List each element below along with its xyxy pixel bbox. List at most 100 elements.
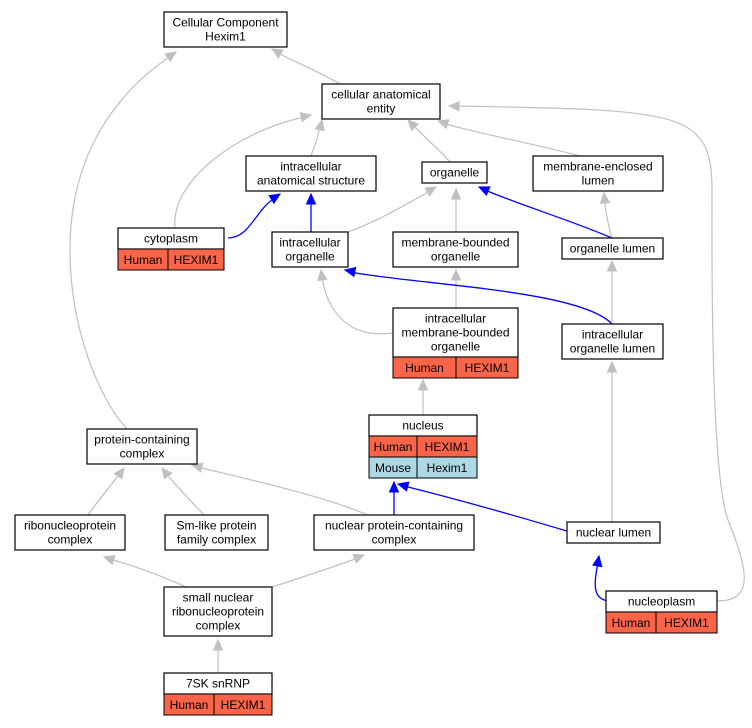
edge-nl-to-iol-arrowhead <box>606 360 618 373</box>
node-label-line: ribonucleoprotein <box>172 605 264 619</box>
node-box <box>561 237 664 260</box>
node-box <box>532 155 664 192</box>
node-box <box>271 231 349 268</box>
node-label-line: organelle lumen <box>570 242 655 256</box>
edge-sk7-to-snrnp-arrowhead <box>212 638 224 651</box>
node-nl[interactable]: nuclear lumen <box>566 521 661 544</box>
node-label-line: membrane-bounded <box>401 326 509 340</box>
node-label-line: cytoplasm <box>144 232 198 246</box>
edge-org-to-cae-arrowhead <box>407 119 420 132</box>
edge-snrnp-to-rnp-arrowhead <box>102 555 116 566</box>
edge-nl-to-nuc <box>397 483 571 533</box>
node-label-line: nuclear lumen <box>576 526 651 540</box>
species-label: Human <box>612 616 651 630</box>
species-label: Human <box>124 253 163 267</box>
node-box <box>164 514 269 551</box>
gene-label: HEXIM1 <box>174 253 219 267</box>
node-box <box>566 521 661 544</box>
edge-snrnp-to-npc <box>271 554 365 588</box>
species-label: Human <box>374 440 413 454</box>
node-label-line: membrane-bounded <box>401 236 509 250</box>
node-box <box>86 428 198 465</box>
node-label-line: protein-containing <box>94 433 189 447</box>
node-box <box>392 231 519 268</box>
node-label-line: cellular anatomical <box>331 88 430 102</box>
edge-ias-to-cae-arrowhead <box>314 118 325 132</box>
edge-mbo-to-org-arrowhead <box>450 187 462 200</box>
node-label-line: complex <box>372 533 417 547</box>
edge-nplasm-to-nl-arrowhead <box>592 554 603 568</box>
node-label-line: intracellular <box>425 312 486 326</box>
node-box <box>313 514 475 551</box>
node-org[interactable]: organelle <box>421 161 488 184</box>
edge-cae-to-root <box>271 48 341 85</box>
edge-mel-to-cae-arrowhead <box>436 119 450 130</box>
node-box <box>163 11 288 48</box>
node-label-line: small nuclear <box>183 591 254 605</box>
node-label-line: lumen <box>582 174 615 188</box>
node-label-line: nucleus <box>402 419 443 433</box>
node-label-line: membrane-enclosed <box>543 160 652 174</box>
edge-io-to-ias-arrowhead <box>305 192 317 205</box>
edge-cyto-to-ias-arrowhead <box>268 193 282 205</box>
edge-io-to-org-arrowhead <box>424 186 438 197</box>
gene-cell <box>655 611 718 634</box>
edge-nuc-to-imbo-arrowhead <box>417 378 429 391</box>
gene-label: Hexim1 <box>427 461 468 475</box>
node-label-line: ribonucleoprotein <box>24 519 116 533</box>
gene-cell <box>455 356 519 379</box>
node-label-line: complex <box>196 619 241 633</box>
node-box <box>421 161 488 184</box>
node-label-line: organelle <box>285 250 335 264</box>
node-label-line: 7SK snRNP <box>186 677 250 691</box>
edge-sml-to-pcc-arrowhead <box>161 467 173 480</box>
node-label-line: organelle <box>430 166 480 180</box>
edge-cyto-to-cae <box>174 114 312 229</box>
node-ol[interactable]: organelle lumen <box>561 237 664 260</box>
edge-pcc-to-root-arrowhead <box>164 51 178 63</box>
edge-snrnp-to-npc-arrowhead <box>352 553 366 564</box>
node-label-line: organelle lumen <box>570 342 655 356</box>
gene-label: HEXIM1 <box>664 616 709 630</box>
edge-iol-to-io <box>344 269 613 325</box>
node-label-line: anatomical structure <box>257 174 365 188</box>
node-label-line: intracellular <box>280 160 341 174</box>
edge-nl-to-nuc-arrowhead <box>396 481 410 492</box>
edge-ol-to-mel-arrowhead <box>599 191 611 204</box>
node-label-line: intracellular <box>279 236 340 250</box>
edge-io-to-org <box>347 186 437 233</box>
gene-cell <box>167 248 225 271</box>
node-box <box>245 155 377 192</box>
edge-rnp-to-pcc-arrowhead <box>113 467 125 480</box>
node-imbo[interactable]: intracellularmembrane-boundedorganelleHu… <box>392 307 519 379</box>
gene-label: HEXIM1 <box>425 440 470 454</box>
node-box <box>561 323 664 360</box>
node-label-line: organelle <box>431 340 481 354</box>
species-label: Human <box>405 361 444 375</box>
species-label: Human <box>170 698 209 712</box>
node-box <box>163 586 273 637</box>
edge-snrnp-to-rnp <box>103 556 187 588</box>
node-label-line: complex <box>120 447 165 461</box>
node-label-line: family complex <box>177 533 256 547</box>
edge-imbo-to-io <box>320 269 394 335</box>
edge-npc-to-nuc-arrowhead <box>388 480 400 493</box>
edge-nplasm-to-cae-arrowhead <box>447 100 460 112</box>
